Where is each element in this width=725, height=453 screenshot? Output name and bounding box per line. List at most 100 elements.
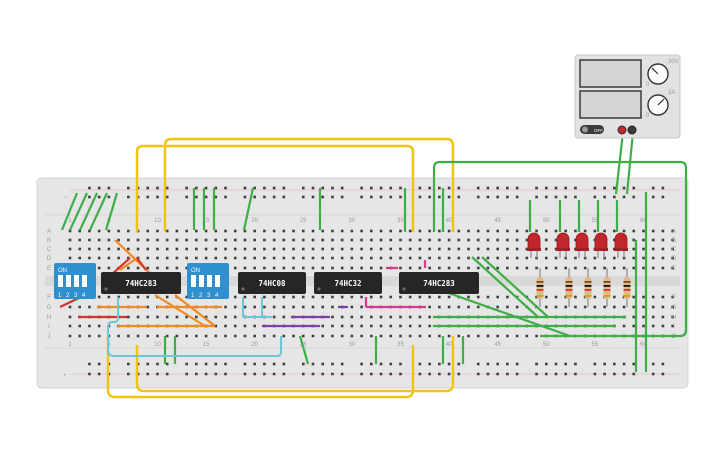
breadboard-hole[interactable] [544,238,548,242]
breadboard-hole[interactable] [282,305,286,309]
rail-hole[interactable] [438,362,441,366]
breadboard-hole[interactable] [651,305,655,309]
green-wire-20[interactable] [471,256,539,318]
rail-hole[interactable] [88,372,91,376]
breadboard-hole[interactable] [476,238,480,242]
breadboard-hole[interactable] [78,324,82,328]
rail-hole[interactable] [496,372,499,376]
breadboard-hole[interactable] [233,315,237,319]
breadboard-hole[interactable] [311,238,315,242]
breadboard-hole[interactable] [496,238,499,242]
breadboard-hole[interactable] [301,305,305,309]
breadboard-hole[interactable] [370,324,373,328]
breadboard-hole[interactable] [263,238,266,242]
rail-hole[interactable] [195,195,198,199]
breadboard-hole[interactable] [447,247,451,251]
cyan-wire-1[interactable] [107,297,282,357]
rail-hole[interactable] [389,362,393,366]
breadboard-hole[interactable] [438,334,441,338]
breadboard-hole[interactable] [428,238,431,242]
breadboard-hole[interactable] [593,295,597,299]
rail-hole[interactable] [661,195,665,199]
breadboard-hole[interactable] [399,334,402,338]
breadboard-hole[interactable] [486,247,490,251]
breadboard-hole[interactable] [486,266,490,270]
breadboard-hole[interactable] [165,266,169,270]
breadboard-hole[interactable] [389,324,393,328]
breadboard-hole[interactable] [117,247,120,251]
rail-hole[interactable] [243,362,247,366]
breadboard-hole[interactable] [243,238,247,242]
breadboard-hole[interactable] [165,238,169,242]
breadboard-hole[interactable] [68,315,72,319]
breadboard-hole[interactable] [146,238,150,242]
breadboard-hole[interactable] [671,305,674,309]
breadboard-hole[interactable] [156,315,159,319]
breadboard-hole[interactable] [360,334,363,338]
breadboard-hole[interactable] [311,266,315,270]
rail-hole[interactable] [379,186,383,190]
breadboard-hole[interactable] [204,315,208,319]
breadboard-hole[interactable] [574,238,577,242]
breadboard-hole[interactable] [506,229,509,233]
breadboard-hole[interactable] [515,229,519,233]
breadboard-hole[interactable] [671,295,674,299]
breadboard-hole[interactable] [476,266,480,270]
rail-hole[interactable] [486,362,490,366]
breadboard-hole[interactable] [428,324,431,328]
rail-hole[interactable] [185,372,188,376]
breadboard-hole[interactable] [146,256,150,260]
breadboard-hole[interactable] [389,295,393,299]
breadboard-hole[interactable] [175,256,179,260]
breadboard-hole[interactable] [476,334,480,338]
breadboard-hole[interactable] [476,305,480,309]
breadboard-hole[interactable] [622,266,626,270]
breadboard-hole[interactable] [467,229,470,233]
breadboard-hole[interactable] [185,266,188,270]
breadboard-hole[interactable] [88,229,91,233]
breadboard-hole[interactable] [535,295,538,299]
breadboard-hole[interactable] [224,305,227,309]
breadboard-hole[interactable] [408,229,412,233]
rail-hole[interactable] [593,362,597,366]
rail-hole[interactable] [554,362,558,366]
breadboard-hole[interactable] [107,266,111,270]
breadboard-hole[interactable] [554,238,558,242]
breadboard-hole[interactable] [214,315,218,319]
breadboard-hole[interactable] [496,305,499,309]
rail-hole[interactable] [311,372,315,376]
breadboard-hole[interactable] [525,256,529,260]
breadboard-hole[interactable] [428,315,431,319]
breadboard-hole[interactable] [272,256,276,260]
rail-hole[interactable] [428,362,431,366]
green-wire-2[interactable] [69,192,88,231]
breadboard-hole[interactable] [282,229,286,233]
rail-hole[interactable] [263,195,266,199]
rail-hole[interactable] [564,362,568,366]
breadboard-hole[interactable] [457,238,461,242]
breadboard-hole[interactable] [156,229,159,233]
breadboard-hole[interactable] [340,229,344,233]
breadboard-hole[interactable] [574,305,577,309]
rail-hole[interactable] [331,362,334,366]
breadboard-hole[interactable] [613,305,616,309]
breadboard-hole[interactable] [486,295,490,299]
breadboard-hole[interactable] [214,334,218,338]
rail-hole[interactable] [127,195,130,199]
breadboard-hole[interactable] [282,247,286,251]
breadboard-hole[interactable] [321,295,325,299]
rail-hole[interactable] [165,372,169,376]
breadboard-hole[interactable] [263,295,266,299]
breadboard-hole[interactable] [370,334,373,338]
breadboard-hole[interactable] [340,256,344,260]
breadboard-hole[interactable] [68,247,72,251]
breadboard-hole[interactable] [408,266,412,270]
breadboard-hole[interactable] [263,334,266,338]
rail-hole[interactable] [185,362,188,366]
breadboard-hole[interactable] [88,334,91,338]
breadboard-hole[interactable] [350,324,354,328]
rail-hole[interactable] [622,195,626,199]
breadboard-hole[interactable] [321,247,325,251]
breadboard-hole[interactable] [272,334,276,338]
breadboard-hole[interactable] [243,266,247,270]
